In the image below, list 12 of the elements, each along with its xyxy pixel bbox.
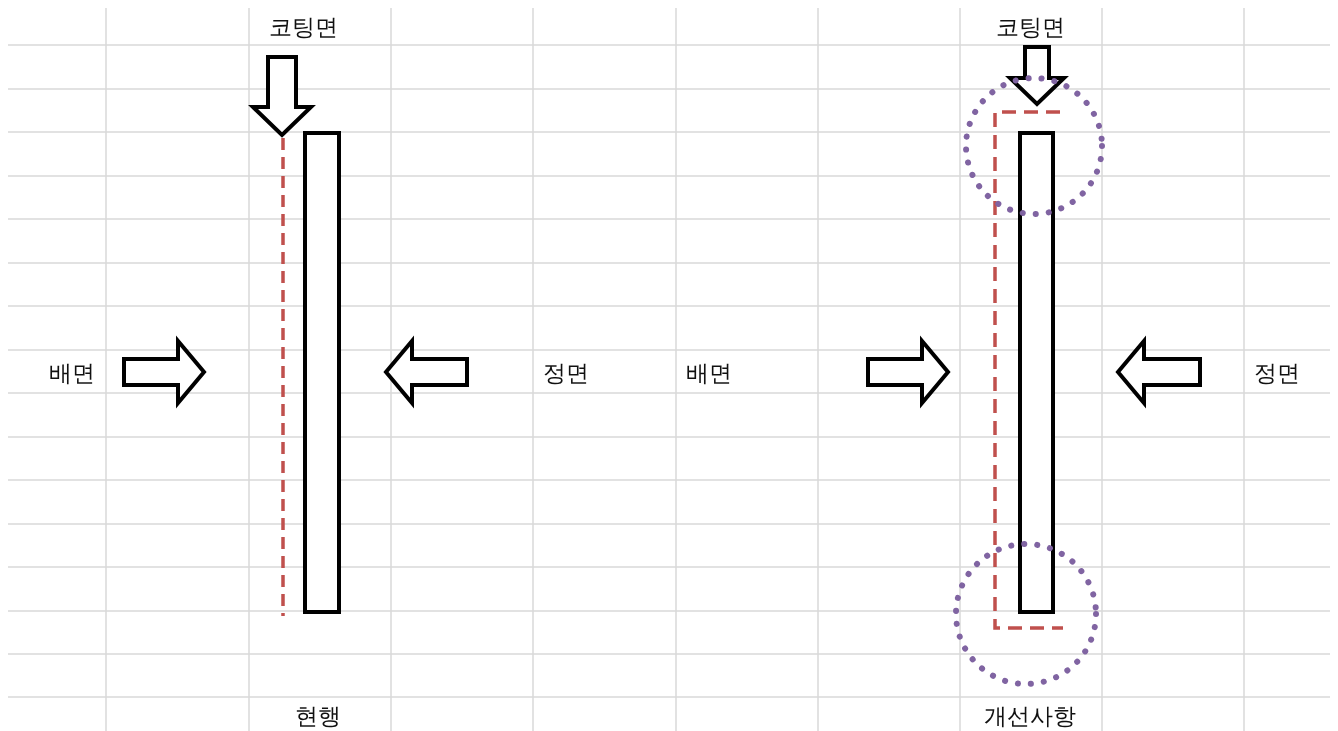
side-label: 배면 — [686, 361, 732, 385]
panel-bar — [1018, 131, 1055, 614]
panel-bar — [303, 131, 341, 614]
highlight-circle — [953, 541, 1099, 687]
side-label: 배면 — [49, 361, 95, 385]
coating-surface-label: 코팅면 — [995, 15, 1065, 39]
side-label: 정면 — [1254, 361, 1300, 385]
coating-surface-label: 코팅면 — [268, 15, 338, 39]
caption: 현행 — [295, 704, 341, 728]
highlight-circle — [963, 75, 1105, 217]
side-label: 정면 — [543, 361, 589, 385]
caption: 개선사항 — [984, 704, 1076, 728]
